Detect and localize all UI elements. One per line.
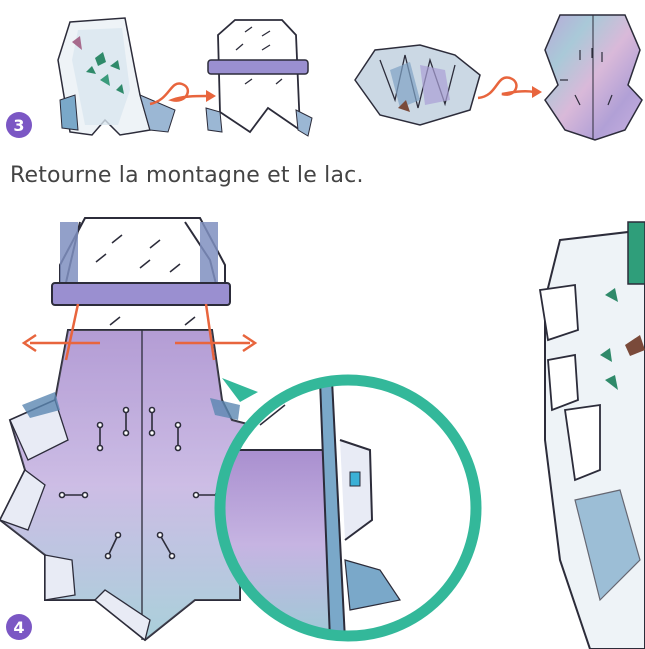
step3-figure-mountain-front	[57, 17, 176, 136]
step4-figure-side-view	[538, 221, 645, 649]
loop-arrow-icon	[149, 82, 216, 106]
step-badge-3: 3	[6, 112, 32, 138]
double-arrow-icon	[21, 333, 258, 353]
step4-figure-mountain-back	[0, 217, 287, 642]
step3-figure-lake-star	[544, 14, 643, 141]
step3-figure-lake-folded	[354, 44, 481, 126]
step3-figure-mountain-back	[205, 19, 313, 137]
step-badge-4: 4	[6, 614, 32, 640]
instruction-text: Retourne la montagne et le lac.	[10, 163, 364, 188]
loop-arrow-icon	[477, 76, 542, 100]
magnifier-detail	[214, 374, 482, 642]
